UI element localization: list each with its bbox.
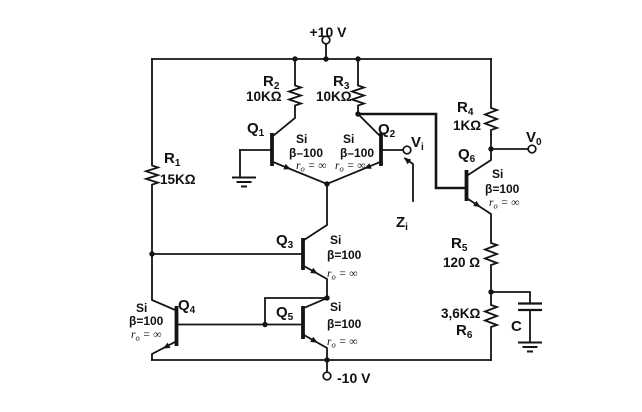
- q5-material-label: Si: [330, 300, 341, 314]
- junction-dots: [149, 56, 494, 363]
- q6-ro-label: ro = ∞: [489, 197, 519, 211]
- q5-emitter-arrow-icon: [310, 336, 318, 343]
- vi-label: Vi: [411, 134, 424, 153]
- wires: [151, 43, 531, 373]
- q3-emitter-wire: [302, 264, 328, 299]
- negative-supply-terminal: [322, 371, 332, 381]
- q5-diode-loop-wire: [264, 297, 328, 326]
- r6-value-label: 3,6KΩ: [441, 306, 481, 321]
- q1-beta-label: β–100: [289, 146, 323, 160]
- junction-dot: [355, 111, 361, 117]
- r3-ref-label: R3: [333, 73, 350, 92]
- q6-emitter-arrow-icon: [473, 200, 481, 208]
- q5-beta-label: β=100: [327, 317, 362, 331]
- junction-dot: [323, 56, 329, 62]
- q6-emitter-wire: [466, 197, 492, 241]
- q1-material-label: Si: [296, 132, 307, 146]
- zi-probe-wire: [403, 157, 414, 202]
- r4-value-label: 1KΩ: [453, 118, 481, 133]
- resistor-r4-symbol: [482, 103, 500, 135]
- resistor-r5-symbol: [482, 240, 500, 268]
- r2-value-label: 10KΩ: [246, 89, 282, 104]
- q5-collector-wire: [302, 296, 329, 310]
- q5-ref-label: Q5: [276, 304, 294, 323]
- vo-terminal: [527, 144, 537, 154]
- junction-dot: [292, 56, 298, 62]
- q2-emitter-arrow-icon: [364, 163, 372, 169]
- zi-arrow-icon: [404, 157, 412, 165]
- junction-dot: [149, 251, 155, 257]
- q4-beta-label: β=100: [129, 314, 164, 328]
- r4-ref-label: R4: [457, 99, 474, 118]
- transistor-symbols: [162, 133, 481, 349]
- zi-label: Zi: [396, 214, 408, 233]
- q2-material-label: Si: [343, 132, 354, 146]
- left-rail-lower-wire: [151, 186, 177, 312]
- positive-supply-label: +10 V: [310, 24, 348, 40]
- q5-ro-label: ro = ∞: [327, 336, 357, 350]
- q3-ro-label: ro = ∞: [327, 268, 357, 282]
- junction-dot: [324, 181, 330, 187]
- q3-emitter-arrow-icon: [310, 267, 318, 274]
- junction-dot: [488, 146, 494, 152]
- q1-ro-label: ro = ∞: [296, 160, 326, 174]
- junction-dot: [324, 295, 330, 301]
- capacitor-label: C: [511, 318, 522, 335]
- negative-supply-label: -10 V: [337, 370, 371, 386]
- q6-ref-label: Q6: [458, 146, 476, 165]
- r5-ref-label: R5: [451, 235, 468, 254]
- vi-terminal: [402, 145, 412, 155]
- resistor-r1-symbol: [143, 163, 161, 188]
- q2-beta-label: β–100: [340, 146, 374, 160]
- junction-dot: [324, 357, 330, 363]
- q3-material-label: Si: [330, 233, 341, 247]
- q2-ro-label: ro = ∞: [335, 160, 365, 174]
- q2-emitter-wire: [325, 160, 382, 186]
- q4-emitter-arrow-icon: [162, 342, 171, 349]
- q6-collector-wire: [466, 148, 492, 177]
- q4-emitter-wire: [151, 340, 177, 361]
- terminals: [321, 35, 537, 381]
- vo-label: V0: [526, 129, 542, 148]
- q1-emitter-wire: [271, 160, 329, 186]
- q4-ro-label: ro = ∞: [131, 329, 161, 343]
- q4-ref-label: Q4: [178, 297, 196, 316]
- resistor-r6-symbol: [482, 300, 500, 332]
- ground-capacitor: [518, 341, 542, 353]
- resistor-symbols: [143, 83, 500, 332]
- q2-ref-label: Q2: [378, 121, 396, 140]
- q4-material-label: Si: [136, 301, 147, 315]
- junction-dot: [488, 289, 494, 295]
- r6-ref-label: R6: [456, 322, 473, 341]
- q6-beta-label: β=100: [485, 182, 520, 196]
- junction-dot: [262, 321, 268, 328]
- ground-q1-base: [232, 176, 256, 188]
- q3-collector-wire: [302, 183, 328, 242]
- junction-dot: [355, 56, 361, 62]
- positive-supply-terminal: [321, 35, 331, 45]
- r5-value-label: 120 Ω: [443, 255, 480, 270]
- q5-emitter-wire: [302, 333, 328, 361]
- q6-material-label: Si: [492, 167, 503, 181]
- q3-ref-label: Q3: [276, 232, 294, 251]
- resistor-r2-symbol: [286, 83, 304, 108]
- r2-ref-label: R2: [263, 73, 280, 92]
- resistor-r3-symbol: [349, 83, 367, 108]
- q1-collector-wire: [271, 107, 296, 138]
- r1-ref-label: R1: [164, 150, 181, 169]
- q6-base-feed-wire: [356, 112, 468, 190]
- q2-collector-wire: [357, 107, 382, 138]
- zi-probe: [403, 157, 414, 202]
- r3-value-label: 10KΩ: [316, 89, 352, 104]
- q3-beta-label: β=100: [327, 248, 362, 262]
- capacitor-symbol: [518, 302, 542, 312]
- q1-emitter-arrow-icon: [283, 163, 291, 170]
- r1-value-label: 15KΩ: [160, 172, 196, 187]
- cap-top-wire: [490, 291, 531, 304]
- q1-ref-label: Q1: [247, 120, 265, 139]
